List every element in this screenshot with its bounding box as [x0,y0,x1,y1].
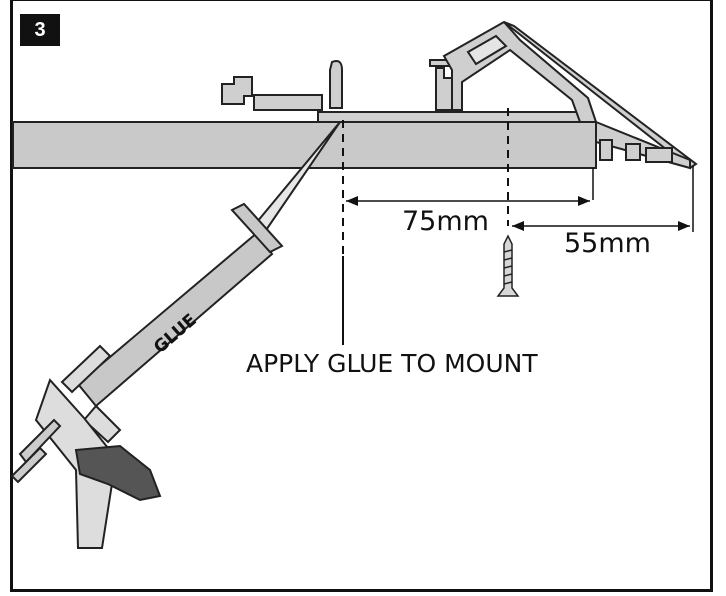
caulking-gun-icon [10,121,341,549]
dimension-75mm: 75mm [346,196,590,237]
illustration-frame [10,0,713,592]
apply-glue-callout: APPLY GLUE TO MOUNT [246,349,538,378]
screw-icon [496,234,520,297]
dimension-75mm-label: 75mm [402,206,489,237]
step-number-badge: 3 [20,14,60,46]
mounting-board [12,121,597,169]
dimension-55mm: 55mm [512,221,690,259]
aluminium-profile [221,20,698,170]
dimension-55mm-label: 55mm [564,228,651,259]
